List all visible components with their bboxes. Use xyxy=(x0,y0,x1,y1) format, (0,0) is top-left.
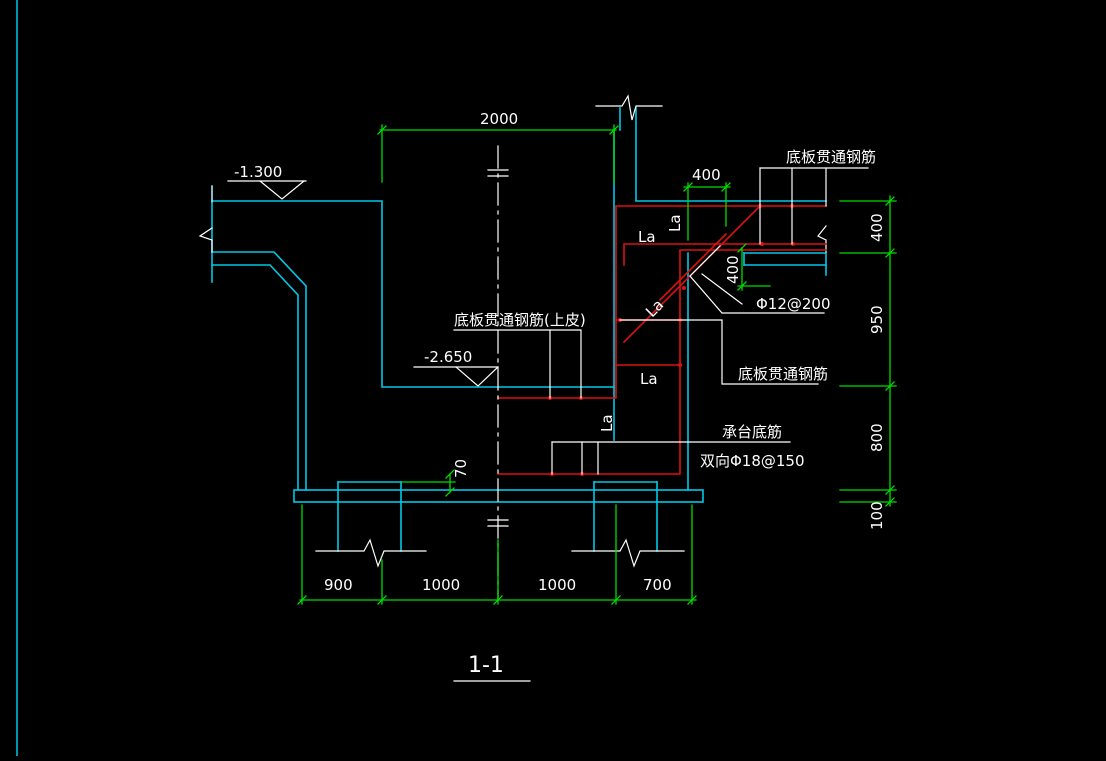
dimension-lines xyxy=(297,124,897,605)
dim-bottom-4: 700 xyxy=(643,576,672,594)
pit-through-rebar-label: 底板贯通钢筋(上皮) xyxy=(454,311,586,329)
cap-bottom-rebar-label: 承台底筋 xyxy=(722,423,782,441)
cap-bottom-spec-label: 双向Φ18@150 xyxy=(700,452,805,470)
anchorage-label-3: La xyxy=(642,296,667,321)
dim-pit-width: 2000 xyxy=(480,110,518,128)
anchorage-label-5: La xyxy=(598,414,616,432)
drawing-text: -1.300 -2.650 2000 400 400 70 400 950 80… xyxy=(234,110,886,678)
dim-bottom-2: 1000 xyxy=(422,576,460,594)
annotation-lines xyxy=(227,167,869,682)
elevation-pit: -2.650 xyxy=(424,348,472,366)
dim-right-400: 400 xyxy=(868,213,886,242)
dim-bottom-1: 900 xyxy=(324,576,353,594)
dim-haunch: 400 xyxy=(724,255,742,284)
anchorage-label-4: La xyxy=(640,370,658,388)
dim-right-100: 100 xyxy=(868,501,886,530)
dim-right-800: 800 xyxy=(868,423,886,452)
section-title: 1-1 xyxy=(468,653,504,678)
dim-bottom-3: 1000 xyxy=(538,576,576,594)
diagonal-rebar-label: Φ12@200 xyxy=(756,295,831,313)
anchorage-label-2: La xyxy=(666,214,684,232)
anchorage-label-1: La xyxy=(638,228,656,246)
elevation-top: -1.300 xyxy=(234,163,282,181)
bottom-through-rebar-label: 底板贯通钢筋 xyxy=(738,365,828,383)
top-through-rebar-label: 底板贯通钢筋 xyxy=(786,148,876,166)
center-mark xyxy=(487,169,509,527)
dim-anchor-length: 400 xyxy=(692,166,721,184)
break-lines xyxy=(198,94,827,568)
dim-cover: 70 xyxy=(452,459,470,478)
dim-right-950: 950 xyxy=(868,305,886,334)
